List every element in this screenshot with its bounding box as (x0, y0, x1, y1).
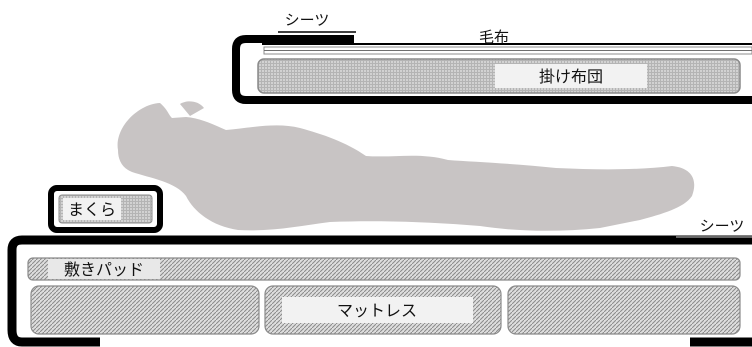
sheet-top-label: シーツ (285, 11, 330, 29)
blanket (263, 46, 752, 55)
bed-pad (27, 257, 741, 281)
comforter-label-box (495, 64, 647, 88)
comforter-label: 掛け布団 (539, 67, 603, 86)
mattress-label-box (282, 297, 473, 323)
bed-pad-label: 敷きパッド (64, 260, 144, 279)
mattress-label: マットレス (337, 301, 417, 320)
blanket-label: 毛布 (479, 28, 509, 46)
mattress-section-left (30, 285, 260, 335)
bottom-frame (7, 235, 752, 347)
top-frame (232, 35, 752, 104)
mattress-section-right (507, 285, 741, 335)
top-bedding: 掛け布団 シーツ 毛布 (232, 11, 752, 104)
sheet-bottom-label: シーツ (700, 217, 745, 235)
pillow-label: まくら (68, 200, 116, 219)
bed-pad-label-box (48, 259, 160, 279)
pillow: まくら (48, 185, 163, 233)
bottom-bedding: シーツ 敷きパッド マットレス (7, 217, 752, 347)
sleeping-person-silhouette (117, 101, 695, 231)
